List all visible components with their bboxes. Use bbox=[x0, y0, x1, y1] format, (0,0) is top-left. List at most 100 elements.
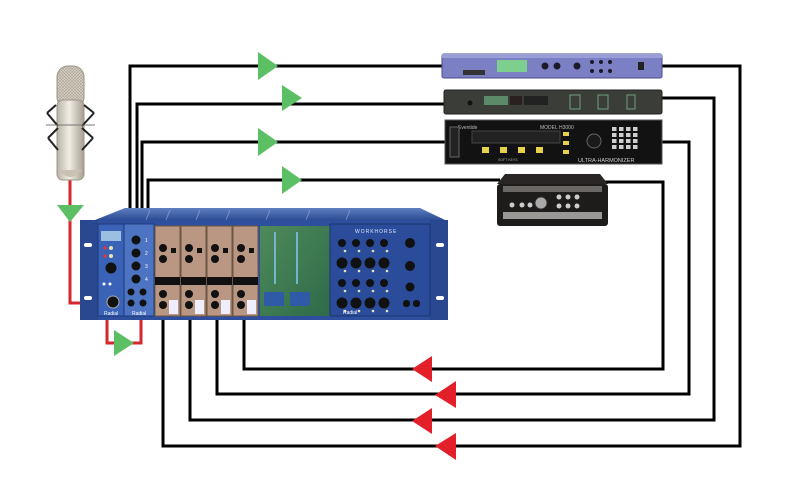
send-out-jack-1[interactable] bbox=[127, 288, 135, 296]
ultra-harmonizer-label: ULTRA-HARMONIZER bbox=[578, 158, 634, 164]
module-jack[interactable] bbox=[159, 301, 167, 309]
return-arrow-2 bbox=[412, 408, 432, 434]
mixer-knob[interactable] bbox=[338, 239, 346, 247]
module-jack[interactable] bbox=[237, 255, 245, 263]
send-module: 1 2 3 4 Radial bbox=[123, 223, 155, 317]
module-jack[interactable] bbox=[211, 255, 219, 263]
return-modules bbox=[154, 225, 259, 317]
mixer-knob[interactable] bbox=[380, 279, 388, 287]
soft-key-2[interactable] bbox=[500, 147, 507, 153]
workhorse-brand-label: WORKHORSE bbox=[355, 229, 397, 235]
mixer-knob[interactable] bbox=[352, 239, 360, 247]
mixer-knob[interactable] bbox=[366, 239, 374, 247]
send-number-3: 3 bbox=[145, 264, 148, 270]
keypad-key[interactable] bbox=[619, 127, 624, 131]
preamp-link-arrow bbox=[114, 330, 134, 356]
keypad-key[interactable] bbox=[612, 133, 617, 137]
keypad-key[interactable] bbox=[612, 145, 617, 149]
mixer-knob[interactable] bbox=[366, 279, 374, 287]
xlr-input-jack[interactable] bbox=[106, 295, 120, 309]
processor-4 bbox=[497, 174, 608, 226]
keypad-key[interactable] bbox=[619, 139, 624, 143]
mixer-knob[interactable] bbox=[350, 257, 362, 269]
send-cable-1 bbox=[128, 64, 445, 228]
send-number-1: 1 bbox=[145, 238, 148, 244]
processor-output-cables bbox=[161, 64, 742, 448]
send-number-2: 2 bbox=[145, 251, 148, 257]
return-arrow-4 bbox=[412, 356, 432, 382]
mixer-knob[interactable] bbox=[378, 257, 390, 269]
module-jack[interactable] bbox=[185, 244, 193, 252]
eventide-model-label: MODEL H3000 bbox=[540, 125, 574, 131]
return-cable-3 bbox=[215, 140, 691, 396]
link-in-jack-1[interactable] bbox=[127, 299, 135, 307]
return-cable-2 bbox=[188, 96, 716, 422]
keypad-key[interactable] bbox=[612, 127, 617, 131]
return-in-jack-4[interactable] bbox=[237, 290, 245, 298]
send-cable-2 bbox=[135, 102, 445, 228]
send-module-brand-label: Radial bbox=[132, 311, 146, 317]
eventide-brand-label: Eventide bbox=[458, 125, 478, 131]
keypad-key[interactable] bbox=[626, 133, 631, 137]
module-jack[interactable] bbox=[211, 244, 219, 252]
module-jack[interactable] bbox=[185, 301, 193, 309]
processor-1 bbox=[441, 53, 663, 79]
mixer-knob[interactable] bbox=[364, 257, 376, 269]
preamp-module: Radial bbox=[97, 223, 125, 317]
mic-input-arrow bbox=[57, 205, 84, 222]
send-arrow-1 bbox=[258, 52, 278, 80]
return-arrow-3 bbox=[435, 381, 456, 408]
mixer-knob[interactable] bbox=[380, 239, 388, 247]
processor-3: Eventide MODEL H3000 SOFT KEYS ULTRA-HAR… bbox=[444, 119, 663, 165]
return-cable-4 bbox=[242, 180, 665, 371]
workhorse-rack: Radial 1 2 3 4 Radial bbox=[80, 208, 448, 320]
keypad-key[interactable] bbox=[633, 145, 638, 149]
send-number-4: 4 bbox=[145, 277, 148, 283]
keypad-key[interactable] bbox=[633, 127, 638, 131]
keypad-key[interactable] bbox=[612, 139, 617, 143]
module-jack[interactable] bbox=[211, 301, 219, 309]
return-arrows bbox=[412, 356, 456, 460]
module-jack[interactable] bbox=[237, 301, 245, 309]
soft-key-3[interactable] bbox=[518, 147, 525, 153]
module-jack[interactable] bbox=[159, 244, 167, 252]
mixer-knob[interactable] bbox=[378, 297, 390, 309]
mixer-knob[interactable] bbox=[350, 297, 362, 309]
return-module-2 bbox=[180, 225, 207, 317]
soft-keys bbox=[482, 132, 569, 154]
link-in-jack-2[interactable] bbox=[139, 299, 147, 307]
return-in-jack-1[interactable] bbox=[159, 290, 167, 298]
send-arrows bbox=[57, 52, 302, 356]
keypad-key[interactable] bbox=[619, 133, 624, 137]
radial-logo: Radial bbox=[343, 310, 357, 316]
headphone-jack-1[interactable] bbox=[403, 300, 410, 307]
keypad-key[interactable] bbox=[619, 145, 624, 149]
mixer-section: WORKHORSE Radial bbox=[329, 223, 431, 317]
soft-keys-label: SOFT KEYS bbox=[498, 158, 518, 162]
module-jack[interactable] bbox=[159, 255, 167, 263]
send-cable-3 bbox=[140, 140, 445, 228]
return-arrow-1 bbox=[435, 433, 456, 460]
module-jack[interactable] bbox=[237, 244, 245, 252]
send-out-jack-2[interactable] bbox=[139, 288, 147, 296]
send-arrow-2 bbox=[282, 85, 302, 111]
keypad-key[interactable] bbox=[633, 139, 638, 143]
keypad-key[interactable] bbox=[626, 127, 631, 131]
microphone bbox=[46, 65, 95, 181]
return-in-jack-3[interactable] bbox=[211, 290, 219, 298]
keypad-key[interactable] bbox=[626, 145, 631, 149]
mixer-knob[interactable] bbox=[352, 279, 360, 287]
send-arrow-3 bbox=[258, 128, 278, 156]
mixer-knob[interactable] bbox=[336, 297, 348, 309]
keypad-key[interactable] bbox=[626, 139, 631, 143]
return-in-jack-2[interactable] bbox=[185, 290, 193, 298]
mixer-knob[interactable] bbox=[364, 297, 376, 309]
module-jack[interactable] bbox=[185, 255, 193, 263]
send-arrow-4 bbox=[282, 166, 302, 194]
headphone-jack-2[interactable] bbox=[413, 300, 420, 307]
mixer-knob[interactable] bbox=[336, 257, 348, 269]
soft-key-1[interactable] bbox=[482, 147, 489, 153]
mixer-knob[interactable] bbox=[338, 279, 346, 287]
keypad-key[interactable] bbox=[633, 133, 638, 137]
soft-key-4[interactable] bbox=[536, 147, 543, 153]
